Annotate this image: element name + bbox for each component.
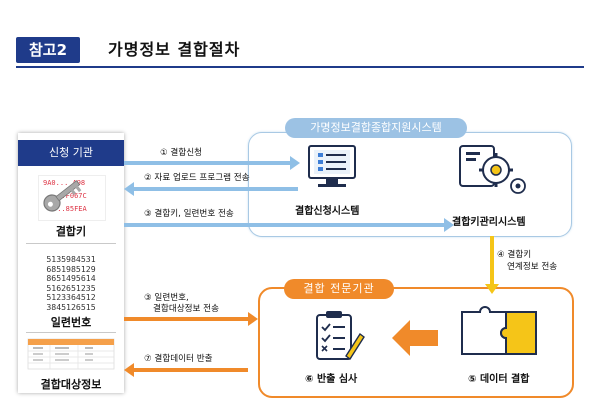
key-card-text-2: ...F067C (53, 192, 87, 200)
support-system-title: 가명정보결합종합지원시스템 (285, 118, 467, 138)
combination-institution-title: 결합 전문기관 (284, 279, 394, 299)
serial-number: 5162651235 (46, 282, 96, 293)
serial-number: 5135984531 (46, 254, 96, 264)
key-card: 9A0... A98 ...F067C ...85FEA (38, 175, 106, 221)
page-title: 가명정보 결합절차 (108, 40, 241, 59)
data-label: 결합대상정보 (40, 378, 102, 391)
arrow-step4 (485, 236, 499, 294)
export-review-label: ⑥ 반출 심사 (305, 374, 358, 385)
panel-divider-1 (26, 243, 116, 244)
key-card-text-3: ...85FEA (53, 205, 87, 213)
arrow-step7 (124, 363, 248, 377)
serial-label: 일련번호 (50, 316, 92, 329)
step4-label-line1: ④ 결합키 (497, 250, 532, 260)
serial-number: 8651495614 (46, 273, 96, 284)
data-combine-label: ⑤ 데이터 결합 (468, 374, 530, 385)
key-label: 결합키 (55, 225, 87, 238)
serial-number: 5123364512 (46, 292, 96, 303)
header-divider (16, 66, 584, 68)
serial-number: 6851985129 (46, 263, 96, 274)
applicant-panel-title: 신청 기관 (18, 140, 124, 166)
panel-divider-2 (26, 332, 116, 333)
serial-number: 3845126515 (46, 301, 96, 312)
step4-label-line2: 연계정보 전송 (507, 262, 558, 272)
serial-number-list: 5135984531 6851985129 8651495614 5162651… (18, 254, 124, 313)
step3a-label: ③ 결합키, 일련번호 전송 (144, 209, 234, 219)
step2-label: ② 자료 업로드 프로그램 전송 (144, 173, 250, 183)
reference-badge: 참고2 (16, 37, 80, 63)
step1-label: ① 결합신청 (160, 148, 203, 158)
step3b-label-line2: 결합대상정보 전송 (153, 304, 219, 314)
step3b-label-line1: ③ 일련번호, (144, 293, 189, 303)
step7-label: ⑦ 결합데이터 반출 (144, 354, 213, 364)
application-system-label: 결합신청시스템 (295, 206, 360, 217)
key-management-system-label: 결합키관리시스템 (452, 217, 526, 228)
key-card-text-1: 9A0... A98 (43, 179, 86, 187)
